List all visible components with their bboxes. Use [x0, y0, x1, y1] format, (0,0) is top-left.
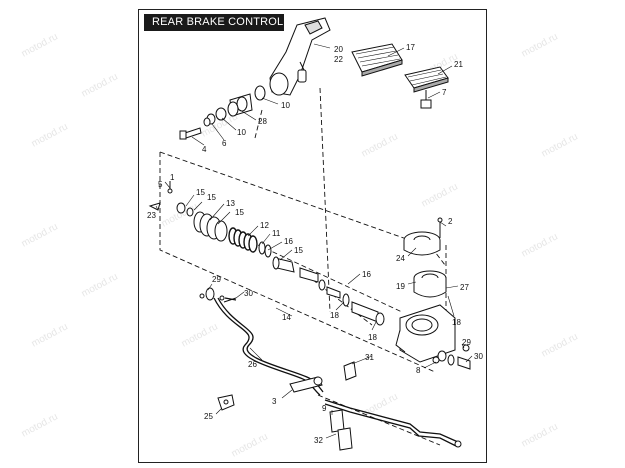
- pedal-pad-17: [351, 43, 403, 77]
- bolt-4: [179, 127, 202, 140]
- callout-15c: 15: [235, 208, 244, 217]
- callout-23: 23: [147, 211, 156, 220]
- callout-19: 19: [396, 282, 405, 291]
- nut-7: [420, 90, 432, 109]
- callout-15b: 15: [207, 193, 216, 202]
- clip-parts-left: [148, 181, 194, 217]
- reservoir-19: [413, 270, 447, 298]
- callout-15a: 15: [196, 188, 205, 197]
- callout-1: 1: [170, 173, 175, 182]
- callout-15d: 15: [294, 246, 303, 255]
- screw-8: [432, 356, 440, 364]
- callout-8: 8: [416, 366, 421, 375]
- callout-29b: 29: [462, 338, 471, 347]
- fitting-right: [447, 344, 471, 370]
- callout-32: 32: [314, 436, 323, 445]
- switch-3: [289, 376, 323, 393]
- callout-26: 26: [248, 360, 257, 369]
- callout-18b: 18: [368, 333, 377, 342]
- callout-21: 21: [454, 60, 463, 69]
- callout-18a: 18: [330, 311, 339, 320]
- clamp-25: [217, 394, 235, 411]
- pedal-pad-21: [404, 66, 449, 93]
- banjo-fitting-left: [199, 287, 237, 301]
- callout-10b: 10: [237, 128, 246, 137]
- bolt-2: [437, 217, 443, 236]
- dust-boot-13: [193, 211, 228, 242]
- callout-25: 25: [204, 412, 213, 421]
- callout-3: 3: [272, 397, 277, 406]
- assembly-outline: [159, 87, 447, 446]
- callout-28: 28: [258, 117, 267, 126]
- spring-12: [228, 227, 258, 253]
- callout-12: 12: [260, 221, 269, 230]
- callout-9: 9: [322, 404, 327, 413]
- callout-6: 6: [222, 139, 227, 148]
- title-bar: [144, 14, 284, 31]
- callout-11: 11: [272, 229, 281, 238]
- callout-2: 2: [448, 217, 453, 226]
- reservoir-cap-24: [403, 230, 441, 256]
- callout-13: 13: [226, 199, 235, 208]
- callout-29a: 29: [212, 275, 221, 284]
- callout-16b: 16: [362, 270, 371, 279]
- diagram-title: REAR BRAKE CONTROL: [152, 16, 284, 28]
- callout-24: 24: [396, 254, 405, 263]
- callout-20: 20: [334, 45, 343, 54]
- callout-17: 17: [406, 43, 415, 52]
- callout-10a: 10: [281, 101, 290, 110]
- push-rod: [272, 256, 385, 326]
- clip-9-32: [329, 409, 462, 451]
- leader-lines: [155, 43, 473, 439]
- o-rings-11-16: [258, 241, 272, 258]
- callout-27: 27: [460, 283, 469, 292]
- callout-7: 7: [442, 88, 447, 97]
- callout-30b: 30: [474, 352, 483, 361]
- brake-pedal: [269, 17, 331, 96]
- callout-4: 4: [202, 145, 207, 154]
- callout-16a: 16: [284, 237, 293, 246]
- bracket-31: [343, 361, 357, 381]
- pivot-bushings: [203, 85, 266, 127]
- callout-14: 14: [282, 313, 291, 322]
- screw-30-left: [223, 297, 237, 303]
- rear-line: [324, 399, 459, 447]
- master-cylinder: [395, 304, 456, 363]
- callout-31: 31: [365, 353, 374, 362]
- callout-22: 22: [334, 55, 343, 64]
- callout-5: 5: [158, 180, 163, 189]
- callout-18c: 18: [452, 318, 461, 327]
- callout-30a: 30: [244, 289, 253, 298]
